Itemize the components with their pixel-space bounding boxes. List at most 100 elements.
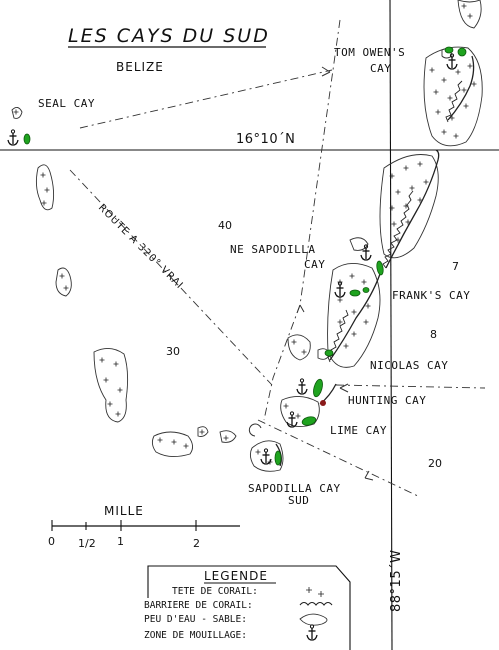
route-line-south <box>257 419 421 498</box>
arrow-icon <box>339 383 349 393</box>
coral-head-symbol <box>403 165 409 171</box>
coral-reef-symbol <box>299 601 333 606</box>
coral-head-symbol <box>306 587 324 597</box>
coral-head-symbol <box>363 319 369 325</box>
shoal-outline <box>280 396 320 427</box>
coral-head-symbol <box>463 103 469 109</box>
seal-cay-island <box>23 133 31 145</box>
longitude-line <box>389 0 393 650</box>
scale-bar: MILLE 0 1/2 1 2 <box>48 504 240 550</box>
route-line-east <box>335 384 486 389</box>
franks-cay-island <box>362 287 370 293</box>
tom-owens-cay-island <box>457 47 467 57</box>
anchor-icon <box>286 411 298 428</box>
coral-head-symbol <box>389 173 395 179</box>
legend-coral-head: TETE DE CORAIL: <box>172 586 258 597</box>
route-line-north <box>263 19 341 421</box>
coral-head-symbol <box>171 439 177 445</box>
map-subtitle: BELIZE <box>116 60 164 74</box>
scale-label: MILLE <box>104 504 144 518</box>
coral-head-symbol <box>291 339 297 345</box>
label-ne-sapodilla-cay: NE SAPODILLA <box>230 243 315 256</box>
coral-head-symbol <box>417 197 423 203</box>
coral-head-symbol <box>455 69 461 75</box>
label-hunting-cay: HUNTING CAY <box>348 394 426 407</box>
coral-head-symbol <box>183 443 189 449</box>
map-title: LES CAYS DU SUD <box>68 25 270 47</box>
coral-head-symbol <box>461 3 467 9</box>
coral-head-symbol <box>395 237 401 243</box>
coral-head-symbol <box>417 161 423 167</box>
legend-anchorage: ZONE DE MOUILLAGE: <box>144 630 247 641</box>
coral-head-symbol <box>423 179 429 185</box>
depth-sounding: 8 <box>430 328 437 341</box>
depth-sounding: 7 <box>452 260 459 273</box>
scale-tick-label: 1 <box>117 535 124 548</box>
arrow-icon <box>248 423 262 437</box>
shoal-outline <box>35 164 55 211</box>
coral-head-symbol <box>295 413 301 419</box>
coral-head-symbol <box>99 357 105 363</box>
coral-head-symbol <box>449 115 455 121</box>
shoal-outline <box>349 237 369 251</box>
coral-heads <box>13 3 477 465</box>
coral-head-symbol <box>255 449 261 455</box>
coral-head-symbol <box>467 63 473 69</box>
route-label: ROUTE A 320° VRAI <box>96 202 185 291</box>
shoal-outline <box>197 426 209 437</box>
coral-head-symbol <box>40 172 46 178</box>
coral-head-symbol <box>365 303 371 309</box>
coral-head-symbol <box>349 273 355 279</box>
shoal-outline <box>151 431 193 457</box>
longitude-label: 88°15´W <box>389 550 404 612</box>
route-line-main <box>69 169 273 386</box>
shoal-outline <box>423 46 483 147</box>
coral-head-symbol <box>337 319 343 325</box>
coral-head-symbol <box>361 279 367 285</box>
coral-head-symbol <box>461 87 467 93</box>
label-sapodilla-cay-sud-2: SUD <box>288 494 309 507</box>
shoal-outline <box>457 0 482 29</box>
tom-owens-cay-island <box>444 46 454 54</box>
anchor-icon <box>306 624 318 641</box>
coral-head-symbol <box>429 67 435 73</box>
coral-head-symbol <box>447 95 453 101</box>
shoal-outline <box>287 334 311 361</box>
hunting-cay-island <box>313 378 323 398</box>
coral-head-symbol <box>199 429 205 435</box>
scale-tick-label: 1/2 <box>78 537 96 550</box>
coral-head-cluster <box>13 3 477 465</box>
latitude-label: 16°10´N <box>236 132 295 147</box>
coral-head-symbol <box>441 129 447 135</box>
coral-head-symbol <box>467 13 473 19</box>
arrow-icon <box>296 304 305 314</box>
depth-sounding: 30 <box>166 345 180 358</box>
shoal-outline <box>93 348 129 423</box>
coral-head-symbol <box>453 133 459 139</box>
arrow-icon <box>321 66 331 77</box>
coral-head-symbol <box>113 361 119 367</box>
shoal-outline <box>249 440 284 472</box>
barrier-reef <box>329 273 381 361</box>
coral-head-symbol <box>115 411 121 417</box>
coral-head-symbol <box>63 285 69 291</box>
legend-shallow-sand: PEU D'EAU - SABLE: <box>144 614 247 625</box>
shoal-outline <box>379 154 439 259</box>
coral-head-symbol <box>44 187 50 193</box>
shoal-outline <box>219 430 237 443</box>
coral-head-symbol <box>351 331 357 337</box>
route-line-seal <box>79 69 333 129</box>
coral-head-symbol <box>405 219 411 225</box>
legend-title: LEGENDE <box>204 569 268 583</box>
coral-head-symbol <box>337 297 343 303</box>
label-ne-sapodilla-cay-2: CAY <box>304 258 325 271</box>
coral-head-symbol <box>107 401 113 407</box>
coral-head-symbol <box>41 200 47 206</box>
scale-tick-label: 0 <box>48 535 55 548</box>
lime-cay-island <box>301 416 317 426</box>
coral-head-symbol <box>343 343 349 349</box>
arrow-icon <box>364 470 374 481</box>
label-sapodilla-cay-sud: SAPODILLA CAY <box>248 482 341 495</box>
anchor-icon <box>296 378 308 395</box>
